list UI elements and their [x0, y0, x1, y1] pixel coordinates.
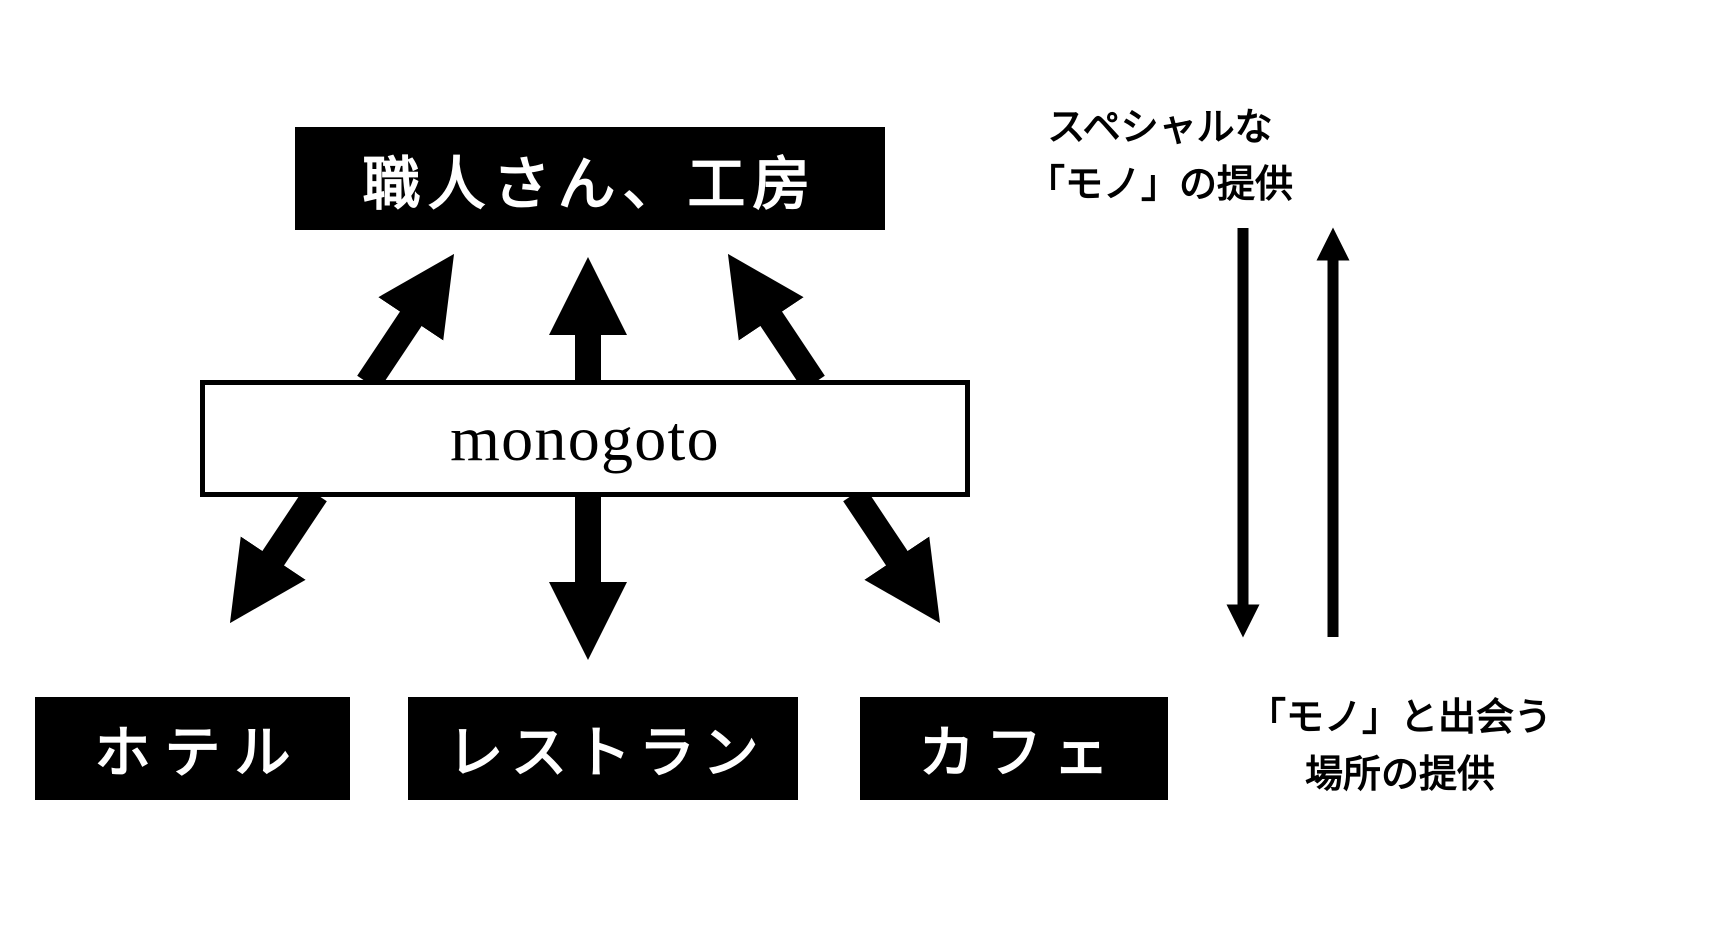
- supplier-box: 職人さん、工房: [295, 127, 885, 230]
- supplier-box-label: 職人さん、工房: [362, 151, 818, 217]
- arrow-hub-to-supplier-right: [727, 253, 825, 391]
- venue-box-cafe: カフェ: [860, 697, 1168, 800]
- venue-box-hotel-label: ホテル: [94, 723, 305, 785]
- venue-box-cafe-label: カフェ: [918, 723, 1121, 785]
- annotation-special-mono-line1: スペシャルな: [1047, 107, 1273, 149]
- hub-box: monogoto: [200, 380, 970, 497]
- annotation-special-mono-line2: 「モノ」の提供: [1026, 164, 1293, 206]
- annotation-special-mono: スペシャルな 「モノ」の提供: [1000, 100, 1320, 214]
- venue-box-restaurant: レストラン: [408, 697, 798, 800]
- venue-box-hotel: ホテル: [35, 697, 350, 800]
- annotation-meeting-place: 「モノ」と出会う 場所の提供: [1225, 690, 1575, 804]
- arrow-hub-to-hotel: [229, 486, 327, 624]
- venue-box-restaurant-label: レストラン: [447, 723, 767, 785]
- annotation-meeting-place-line1: 「モノ」と出会う: [1247, 697, 1552, 739]
- hub-box-label: monogoto: [450, 402, 720, 474]
- arrow-hub-to-cafe: [843, 486, 941, 624]
- arrow-hub-to-supplier-left: [357, 253, 455, 391]
- annotation-meeting-place-line2: 場所の提供: [1304, 754, 1495, 796]
